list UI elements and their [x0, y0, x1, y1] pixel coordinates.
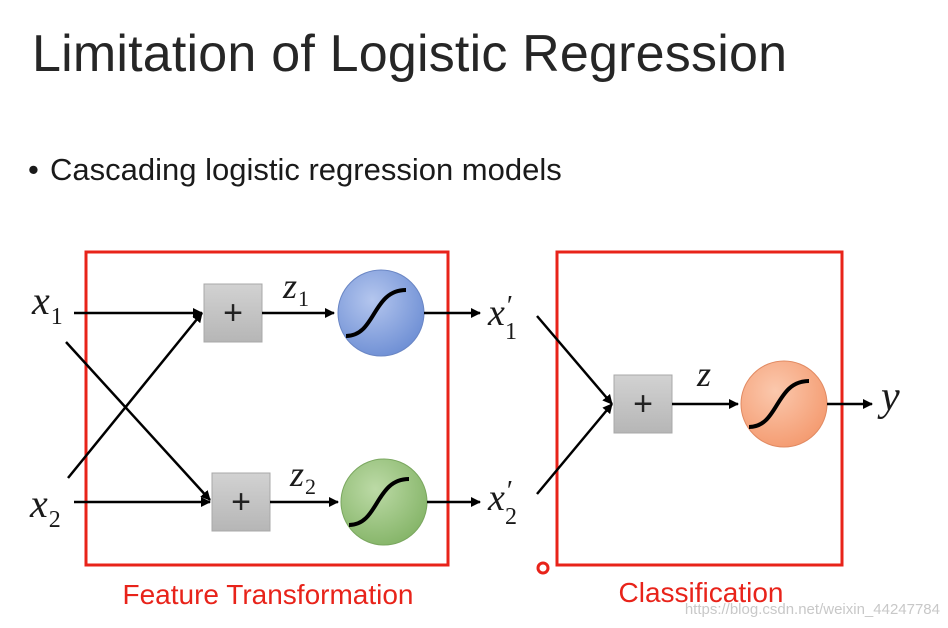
sigmoid-node-1	[337, 269, 425, 357]
sigmoid-curve-1	[345, 288, 407, 338]
sigmoid-curve-2	[348, 477, 410, 527]
transformed-x2p: x′2	[487, 476, 517, 530]
sum-symbol-2: +	[231, 483, 251, 521]
sum-box-1	[203, 283, 263, 343]
pointer-marker	[536, 561, 550, 575]
sum-symbol-3: +	[633, 385, 653, 423]
edge-x2-sum1	[67, 312, 203, 479]
sum-symbol-1: +	[223, 294, 243, 332]
bullet-dot: •	[28, 152, 39, 187]
transformed-x1p: x′1	[487, 291, 517, 345]
page-title: Limitation of Logistic Regression	[32, 25, 788, 83]
input-x1: x1	[31, 278, 63, 330]
sigmoid-node-2	[340, 458, 428, 546]
sum-box-3	[613, 374, 673, 434]
sigmoid-curve-output	[748, 379, 810, 429]
feature-transformation-frame	[84, 250, 450, 567]
bullet-item: • Cascading logistic regression models	[28, 152, 562, 188]
z-label: z	[696, 354, 711, 394]
edge-x1-sum2	[65, 341, 211, 501]
watermark: https://blog.csdn.net/weixin_44247784	[685, 601, 940, 618]
caption-classification: Classification	[619, 577, 784, 608]
sum-box-2	[211, 472, 271, 532]
sigmoid-node-output	[740, 360, 828, 448]
input-x2: x2	[29, 481, 61, 533]
output-y: y	[877, 374, 900, 420]
edge-x1p-sum3	[536, 315, 613, 405]
classification-frame	[555, 250, 844, 567]
edge-x2p-sum3	[536, 403, 613, 495]
z1-label: z1	[282, 266, 309, 311]
z2-label: z2	[289, 454, 316, 499]
bullet-text: Cascading logistic regression models	[50, 152, 562, 187]
caption-feature-transformation: Feature Transformation	[122, 579, 413, 610]
